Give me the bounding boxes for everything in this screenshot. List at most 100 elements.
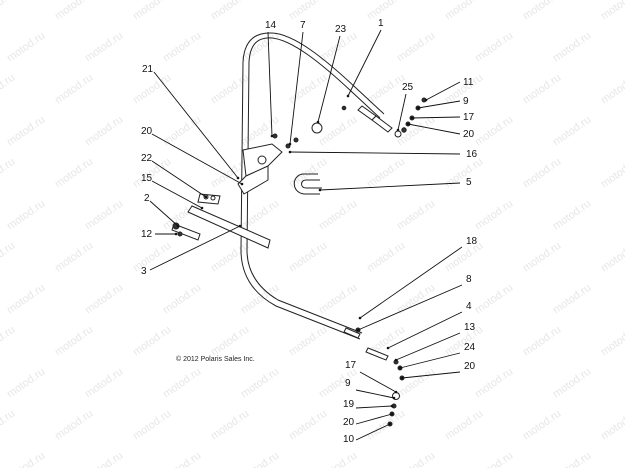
callout-number: 12: [141, 229, 153, 240]
leader-arrow: [176, 224, 180, 228]
leader-arrow: [390, 412, 394, 416]
watermark-text: motod.ru: [443, 0, 485, 22]
leader-line: [151, 160, 207, 198]
leader-line: [355, 413, 393, 425]
watermark-text: motod.ru: [599, 408, 625, 443]
cable-handle: [171, 222, 201, 241]
watermark-text: motod.ru: [83, 366, 125, 401]
leader-arrow: [424, 98, 428, 102]
callout-number: 1: [378, 18, 384, 29]
leader-line: [153, 71, 239, 179]
watermark-text: motod.ru: [287, 324, 329, 359]
cable-tube-assembly: [240, 32, 385, 340]
watermark-text: motod.ru: [365, 156, 407, 191]
watermark-text: motod.ru: [365, 240, 407, 275]
watermark-text: motod.ru: [521, 0, 563, 22]
callout-number: 25: [402, 82, 414, 93]
watermark-text: motod.ru: [287, 240, 329, 275]
watermark-text: motod.ru: [443, 408, 485, 443]
watermark-text: motod.ru: [83, 30, 125, 65]
watermark-text: motod.ru: [395, 30, 437, 65]
callout-number: 20: [463, 129, 475, 140]
callout-number: 15: [141, 173, 153, 184]
callout-number: 19: [343, 399, 355, 410]
leader-line: [395, 332, 461, 361]
mount-bracket: [237, 143, 283, 195]
watermark-text: motod.ru: [443, 240, 485, 275]
leader-arrow: [396, 128, 400, 132]
watermark-text: motod.ru: [551, 30, 593, 65]
leader-arrow: [204, 195, 208, 199]
leader-line: [151, 133, 243, 185]
watermark-text: motod.ru: [551, 450, 593, 468]
watermark-text: motod.ru: [239, 198, 281, 233]
watermark-text: motod.ru: [131, 324, 173, 359]
leader-line: [355, 423, 391, 441]
leader-arrow: [398, 366, 402, 370]
watermark-text: motod.ru: [599, 0, 625, 22]
leader-arrow: [270, 134, 274, 138]
watermark-text: motod.ru: [83, 450, 125, 468]
leader-line: [357, 284, 463, 331]
callout-number: 3: [141, 266, 147, 277]
clamp-plate: [197, 193, 221, 205]
callout-number: 9: [345, 378, 351, 389]
leader-line: [399, 352, 461, 369]
callout-number: 4: [466, 301, 472, 312]
watermark-text: motod.ru: [599, 324, 625, 359]
watermark-text: motod.ru: [395, 366, 437, 401]
watermark-text: motod.ru: [131, 0, 173, 22]
watermark-text: motod.ru: [239, 114, 281, 149]
watermark-text: motod.ru: [365, 72, 407, 107]
watermark-text: motod.ru: [0, 72, 17, 107]
watermark-text: motod.ru: [161, 114, 203, 149]
watermark-text: motod.ru: [599, 72, 625, 107]
watermark-text: motod.ru: [209, 72, 251, 107]
callout-number: 14: [265, 20, 277, 31]
watermark-text: motod.ru: [287, 0, 329, 22]
watermark-text: motod.ru: [5, 366, 47, 401]
leader-arrow: [410, 116, 414, 120]
leader-lines: [149, 29, 463, 441]
leader-arrow: [356, 328, 360, 332]
watermark-text: motod.ru: [161, 282, 203, 317]
callout-number: 24: [464, 342, 476, 353]
leader-arrow: [390, 404, 394, 408]
watermark-text: motod.ru: [0, 240, 17, 275]
leader-line: [149, 200, 179, 227]
watermark-text: motod.ru: [287, 408, 329, 443]
watermark-text: motod.ru: [521, 324, 563, 359]
watermark-text: motod.ru: [365, 408, 407, 443]
callout-number: 10: [343, 434, 355, 445]
watermark-text: motod.ru: [395, 114, 437, 149]
upper-fittings: [272, 97, 427, 149]
callout-number: 20: [343, 417, 355, 428]
leader-line: [407, 123, 461, 135]
watermark-text: motod.ru: [0, 324, 17, 359]
leader-arrow: [316, 120, 320, 124]
leader-line: [151, 180, 203, 209]
callout-number: 20: [141, 126, 153, 137]
watermark-text: motod.ru: [131, 408, 173, 443]
leader-line: [355, 389, 395, 399]
leader-line: [355, 405, 393, 409]
watermark-text: motod.ru: [53, 156, 95, 191]
leader-line: [317, 35, 341, 123]
watermark-text: motod.ru: [161, 30, 203, 65]
crossbar: [187, 205, 271, 249]
leader-arrow: [288, 150, 292, 154]
watermark-text: motod.ru: [83, 114, 125, 149]
callout-number: 21: [142, 64, 154, 75]
watermark-text: motod.ru: [317, 198, 359, 233]
watermark-text: motod.ru: [239, 366, 281, 401]
leader-line: [411, 116, 461, 119]
watermark-text: motod.ru: [53, 408, 95, 443]
callout-number: 8: [466, 274, 472, 285]
leader-arrow: [394, 358, 398, 362]
leader-arrow: [200, 206, 204, 210]
watermark-text: motod.ru: [5, 114, 47, 149]
callout-number: 18: [466, 236, 478, 247]
leader-arrow: [174, 232, 178, 236]
